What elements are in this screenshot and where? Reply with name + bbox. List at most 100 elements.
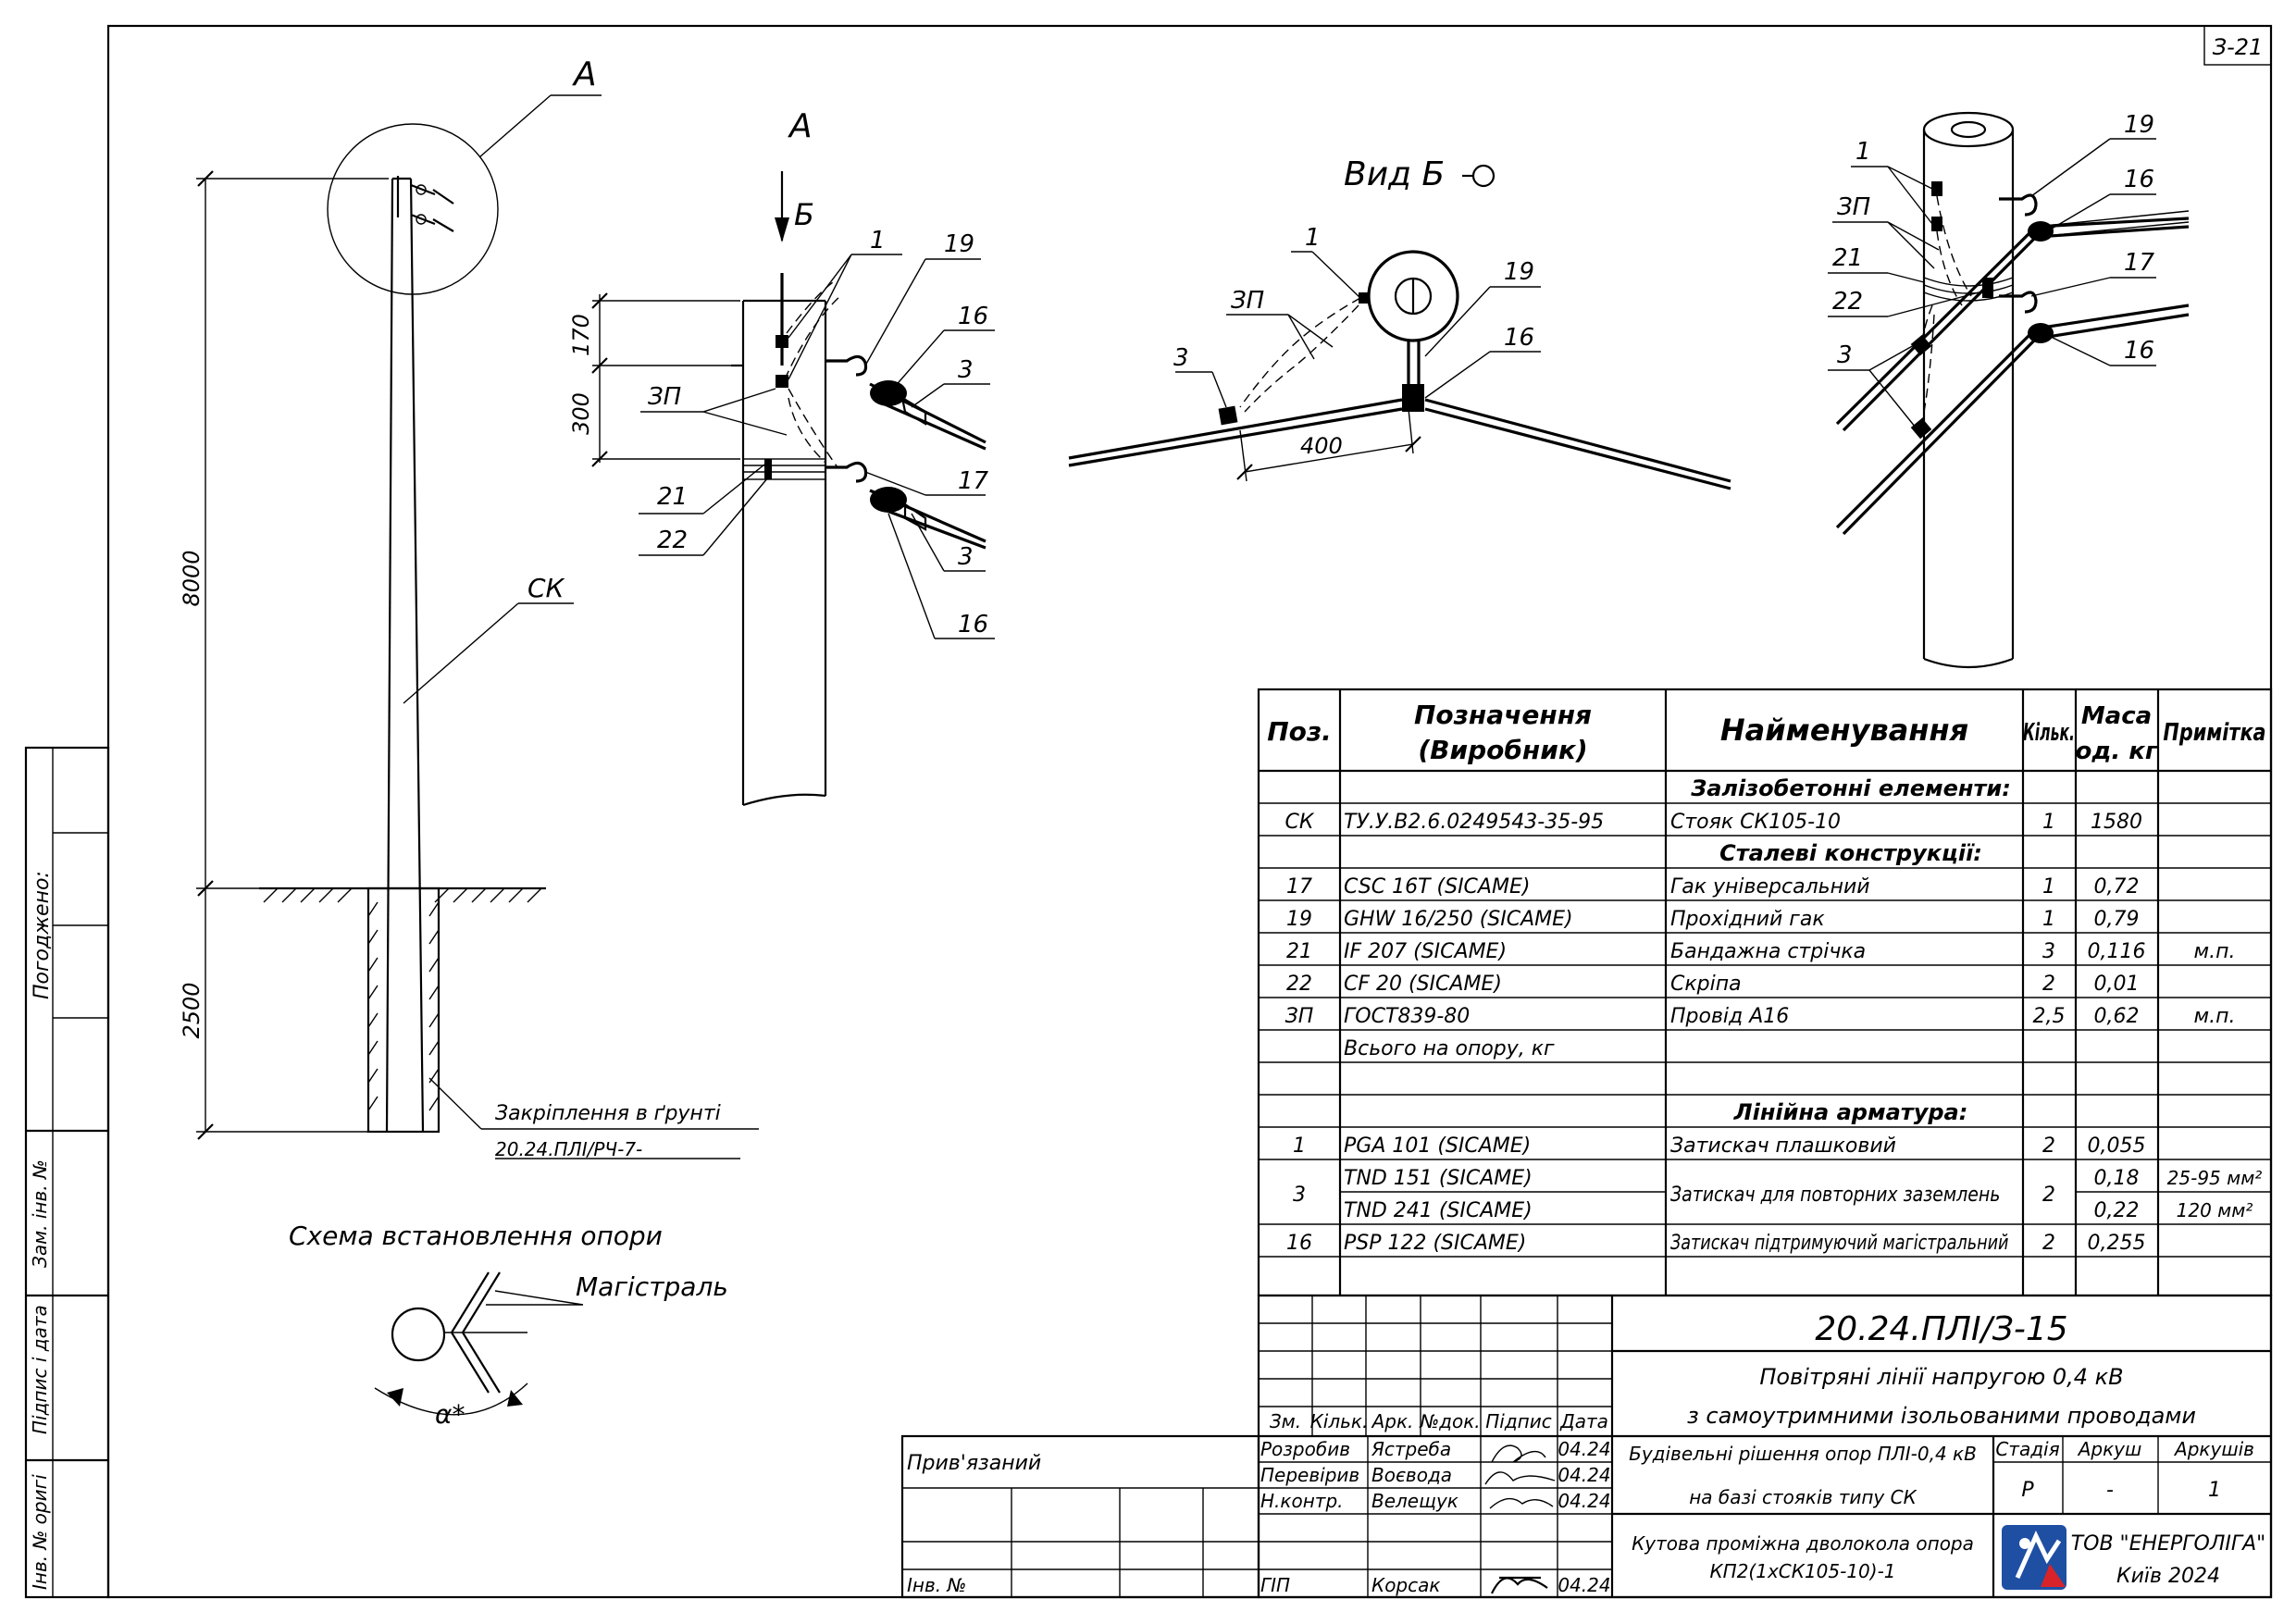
svg-text:GHW 16/250 (SICAME): GHW 16/250 (SICAME) bbox=[1344, 908, 1573, 931]
company-logo bbox=[2002, 1525, 2066, 1590]
svg-text:Стояк СК105-10: Стояк СК105-10 bbox=[1670, 811, 1841, 834]
svg-text:1: 1 bbox=[1293, 1134, 1306, 1158]
svg-text:2,5: 2,5 bbox=[2033, 1005, 2066, 1028]
svg-text:04.24: 04.24 bbox=[1558, 1490, 1610, 1512]
arrow-b-label: Б bbox=[794, 197, 814, 232]
svg-text:CSC 16T (SICAME): CSC 16T (SICAME) bbox=[1344, 875, 1530, 899]
svg-text:м.п.: м.п. bbox=[2194, 940, 2236, 963]
detail-a-callout-zp: ЗП bbox=[648, 383, 681, 411]
svg-text:1: 1 bbox=[2042, 875, 2055, 899]
svg-text:1: 1 bbox=[2042, 811, 2055, 834]
svg-text:25-95 мм²: 25-95 мм² bbox=[2167, 1167, 2263, 1189]
detail-a-callout-16a: 16 bbox=[958, 303, 988, 330]
th-mass-1: Маса bbox=[2081, 702, 2152, 730]
svg-text:Корсак: Корсак bbox=[1371, 1574, 1440, 1596]
svg-text:Затискач підтримуючий магістра: Затискач підтримуючий магістральний bbox=[1670, 1231, 2009, 1254]
strip-pidpys-data: Підпис і дата bbox=[29, 1305, 51, 1434]
install-scheme: Схема встановлення опори Магістраль α* bbox=[289, 1221, 728, 1430]
detail-a-callout-21: 21 bbox=[657, 483, 688, 511]
doc-code: 20.24.ПЛІ/З-15 bbox=[1815, 1310, 2067, 1348]
iso-callout-16b: 16 bbox=[2124, 337, 2154, 365]
svg-text:ЗП: ЗП bbox=[1285, 1005, 1314, 1028]
svg-text:0,01: 0,01 bbox=[2094, 973, 2140, 996]
th-mass-2: од. кг bbox=[2075, 738, 2158, 765]
svg-text:04.24: 04.24 bbox=[1558, 1464, 1610, 1486]
svg-text:Скріпа: Скріпа bbox=[1670, 973, 1742, 996]
detail-a-circle bbox=[327, 123, 499, 295]
sheet-title-2: КП2(1хСК105-10)-1 bbox=[1709, 1560, 1895, 1582]
table-row: 16 PSP 122 (SICAME) Затискач підтримуючи… bbox=[1286, 1231, 2145, 1255]
th-designation-1: Позначення bbox=[1414, 700, 1592, 730]
company-name: ТОВ "ЕНЕРГОЛІГА" bbox=[2071, 1532, 2266, 1556]
iso-callout-zp: ЗП bbox=[1837, 193, 1870, 221]
svg-text:Прохідний гак: Прохідний гак bbox=[1670, 908, 1825, 931]
dim-400: 400 bbox=[1300, 433, 1343, 459]
privyaz-label: Прив'язаний bbox=[907, 1452, 1041, 1475]
dim-170: 170 bbox=[568, 314, 594, 356]
iso-callout-21: 21 bbox=[1832, 244, 1863, 272]
vid-b-callout-19: 19 bbox=[1504, 258, 1534, 286]
table-row: СК ТУ.У.В2.6.0249543-35-95 Стояк СК105-1… bbox=[1285, 811, 2142, 834]
svg-text:Ястреба: Ястреба bbox=[1371, 1438, 1451, 1460]
detail-a-view: А Б bbox=[568, 107, 995, 807]
svg-text:TND 241 (SICAME): TND 241 (SICAME) bbox=[1344, 1199, 1533, 1222]
iso-callout-16a: 16 bbox=[2124, 166, 2154, 193]
col-kilk: Кільк. bbox=[1310, 1410, 1369, 1432]
sec-steel: Сталеві конструкції: bbox=[1719, 840, 1982, 866]
sec-concrete: Залізобетонні елементи: bbox=[1690, 775, 2011, 801]
svg-text:17: 17 bbox=[1286, 875, 1312, 899]
signature-4 bbox=[1491, 1576, 1548, 1594]
sk-label: СК bbox=[527, 573, 565, 603]
detail-a-callout-17: 17 bbox=[958, 467, 989, 495]
svg-text:Велещук: Велещук bbox=[1371, 1490, 1458, 1512]
svg-text:PGA 101 (SICAME): PGA 101 (SICAME) bbox=[1344, 1134, 1531, 1158]
fix-ref: 20.24.ПЛІ/РЧ-7- bbox=[495, 1138, 642, 1160]
svg-text:Перевірив: Перевірив bbox=[1260, 1464, 1359, 1486]
svg-text:СК: СК bbox=[1285, 811, 1315, 834]
svg-text:Провід А16: Провід А16 bbox=[1670, 1005, 1789, 1028]
table-row: ЗП ГОСТ839-80 Провід А16 2,5 0,62 м.п. bbox=[1285, 1005, 2236, 1028]
install-title: Схема встановлення опори bbox=[289, 1221, 663, 1251]
svg-text:м.п.: м.п. bbox=[2194, 1005, 2236, 1028]
svg-text:2: 2 bbox=[2042, 1232, 2055, 1255]
spec-table: Поз. Позначення (Виробник) Найменування … bbox=[1257, 688, 2273, 1297]
col-data: Дата bbox=[1559, 1410, 1608, 1432]
inv-label: Інв. № bbox=[907, 1574, 966, 1596]
stage-value: Р bbox=[2021, 1479, 2034, 1502]
th-name: Найменування bbox=[1720, 713, 1968, 748]
svg-text:2: 2 bbox=[2042, 973, 2055, 996]
outer-frame bbox=[106, 24, 2273, 1599]
iso-view: 1 ЗП 21 22 3 19 16 17 16 bbox=[1828, 111, 2190, 669]
svg-text:0,79: 0,79 bbox=[2094, 908, 2140, 931]
col-ndok: №док. bbox=[1419, 1410, 1480, 1432]
svg-text:Розробив: Розробив bbox=[1260, 1438, 1350, 1460]
title-line-2: з самоутримними ізольованими проводами bbox=[1687, 1403, 2196, 1429]
svg-text:04.24: 04.24 bbox=[1558, 1574, 1610, 1596]
svg-text:Затискач плашковий: Затискач плашковий bbox=[1670, 1134, 1896, 1158]
privyaz-block: Прив'язаний Інв. № bbox=[900, 1434, 1260, 1599]
svg-text:0,055: 0,055 bbox=[2088, 1134, 2146, 1158]
th-designation-2: (Виробник) bbox=[1418, 735, 1587, 765]
svg-text:0,72: 0,72 bbox=[2094, 875, 2140, 899]
svg-text:120 мм²: 120 мм² bbox=[2177, 1199, 2253, 1221]
dim-2500: 2500 bbox=[179, 982, 205, 1038]
svg-text:21: 21 bbox=[1286, 940, 1312, 963]
iso-callout-17: 17 bbox=[2124, 249, 2155, 277]
signature-3 bbox=[1489, 1497, 1554, 1509]
svg-text:2: 2 bbox=[2042, 1134, 2055, 1158]
iso-callout-3: 3 bbox=[1837, 341, 1853, 369]
angle-label: α* bbox=[435, 1399, 465, 1430]
svg-text:Гак універсальний: Гак універсальний bbox=[1670, 875, 1870, 899]
arkushiv-value: 1 bbox=[2208, 1479, 2221, 1502]
stage-header: Стадія bbox=[1995, 1438, 2059, 1460]
svg-text:0,62: 0,62 bbox=[2094, 1005, 2140, 1028]
arkushiv-header: Аркушів bbox=[2173, 1438, 2254, 1460]
svg-text:ГОСТ839-80: ГОСТ839-80 bbox=[1344, 1005, 1470, 1028]
col-pidpys: Підпис bbox=[1485, 1410, 1552, 1432]
subtitle-2: на базі стояків типу СК bbox=[1689, 1486, 1917, 1508]
th-qty: Кільк. bbox=[2023, 719, 2075, 747]
detail-a-callout-16b: 16 bbox=[958, 611, 988, 638]
subtitle-1: Будівельні рішення опор ПЛІ-0,4 кВ bbox=[1629, 1443, 1977, 1465]
svg-text:0,255: 0,255 bbox=[2088, 1232, 2146, 1255]
